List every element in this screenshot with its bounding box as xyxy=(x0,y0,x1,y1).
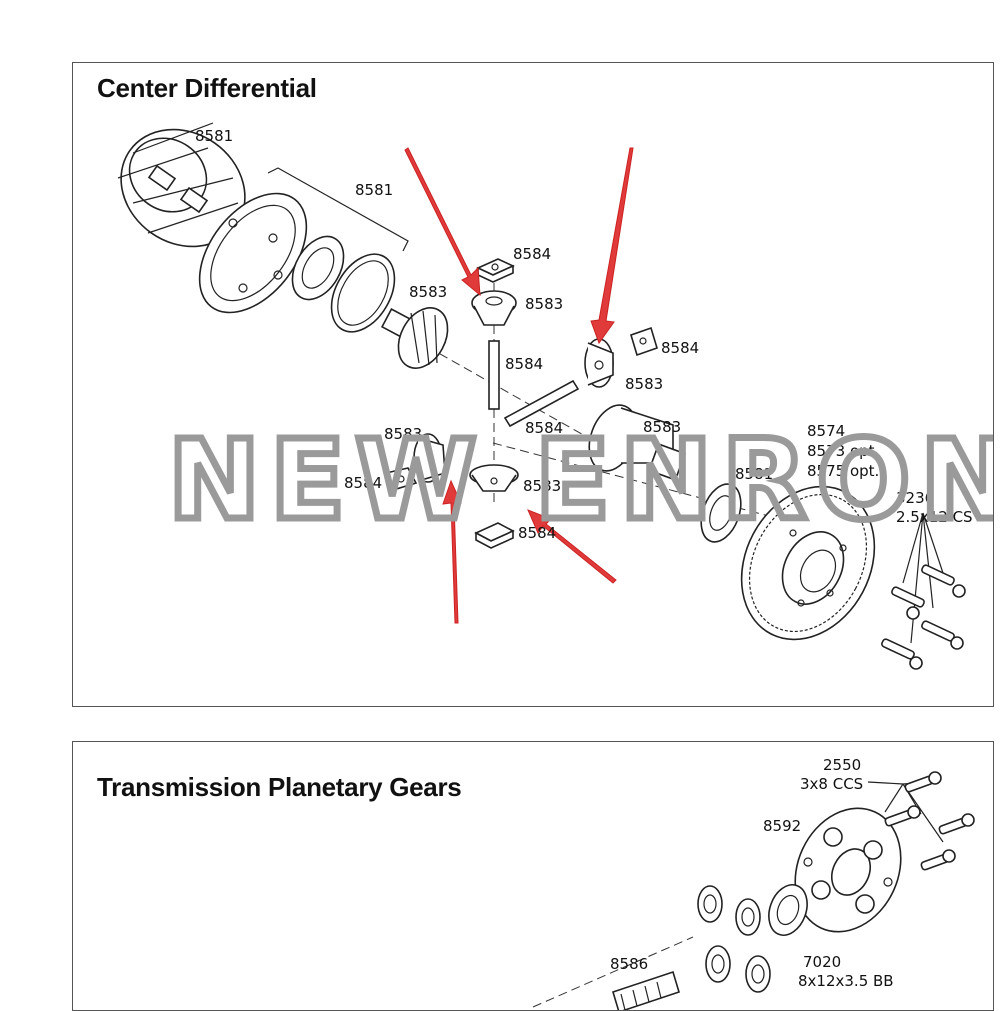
label-housing: 8581 xyxy=(195,127,233,145)
label-gear-left: 8583 xyxy=(384,425,422,443)
label-spur-opt2: 8575 opt. xyxy=(807,462,879,480)
arrow-down-right xyxy=(404,147,481,297)
label-side-gear-left: 8583 xyxy=(409,283,447,301)
label-carrier: 8592 xyxy=(763,817,801,835)
diff-o-ring xyxy=(330,253,396,333)
panel-title-center-differential: Center Differential xyxy=(97,73,317,103)
spider-gear-bottom xyxy=(469,464,519,492)
label-pinion-left: 8584 xyxy=(344,474,382,492)
seal-right xyxy=(700,483,742,543)
label-shaft-long: 8584 xyxy=(525,419,563,437)
label-spur-opt1: 8573 opt. xyxy=(807,442,879,460)
arrow-up-left xyxy=(442,479,462,624)
label-pinion-bottom: 8584 xyxy=(518,524,556,542)
diff-gasket xyxy=(198,192,308,314)
watermark: NEW ENRON xyxy=(168,416,994,544)
pinion-block-right xyxy=(630,326,658,357)
label-screw-size: 2.5x12 CS xyxy=(896,508,973,526)
label-screw-part: 2550 xyxy=(823,756,861,774)
transmission-planetary-gears-panel: Transmission Planetary Gears xyxy=(72,741,994,1011)
axis-line xyxy=(402,332,634,464)
arrow-up-right xyxy=(527,509,617,584)
label-side-gear-right: 8583 xyxy=(643,418,681,436)
label-gear-right: 8583 xyxy=(625,375,663,393)
planet-carrier xyxy=(794,807,902,933)
label-bearing-part: 7020 xyxy=(803,953,841,971)
label-pinion-right: 8584 xyxy=(661,339,699,357)
side-gear-right xyxy=(588,404,686,481)
label-planet-shaft: 8586 xyxy=(610,955,648,973)
part-group-bracket xyxy=(267,167,409,252)
spur-gear xyxy=(740,485,876,641)
cross-shaft-long xyxy=(503,379,580,428)
side-gear-left xyxy=(380,307,449,369)
planetary-gears-diagram: 2550 3x8 CCS 8592 8586 7020 8x12x3.5 BB xyxy=(532,756,975,1010)
bearings xyxy=(697,884,808,993)
spider-gear-left xyxy=(413,433,446,483)
diff-seal xyxy=(291,235,345,301)
carrier-screws xyxy=(867,771,975,871)
pinion-block-left xyxy=(384,467,418,491)
screw-set xyxy=(881,512,966,670)
label-gasket-group: 8581 xyxy=(355,181,393,199)
pinion-block-bottom xyxy=(474,522,515,549)
cross-shaft-short xyxy=(488,340,500,410)
label-gear-bottom: 8583 xyxy=(523,477,561,495)
label-shaft-short: 8584 xyxy=(505,355,543,373)
panel-title-planetary-gears: Transmission Planetary Gears xyxy=(97,772,462,802)
center-differential-diagram: 8581 8581 8584 8583 8583 8584 8584 8583 … xyxy=(117,122,994,670)
pinion-block-top xyxy=(476,258,515,283)
label-bearing-size: 8x12x3.5 BB xyxy=(798,972,894,990)
spider-gear-right xyxy=(584,338,614,388)
spider-gear-top xyxy=(471,290,517,326)
label-seal-right: 8581 xyxy=(735,465,773,483)
label-pinion-top: 8584 xyxy=(513,245,551,263)
label-screw-size: 3x8 CCS xyxy=(800,775,863,793)
center-differential-panel: Center Differential xyxy=(72,62,994,707)
highlight-arrows xyxy=(404,147,634,624)
arrow-down-left xyxy=(590,147,634,345)
label-screw-part: 3236 xyxy=(896,489,934,507)
axis-line xyxy=(492,442,834,534)
label-spur-part: 8574 xyxy=(807,422,845,440)
diff-housing xyxy=(117,122,246,248)
label-gear-top: 8583 xyxy=(525,295,563,313)
